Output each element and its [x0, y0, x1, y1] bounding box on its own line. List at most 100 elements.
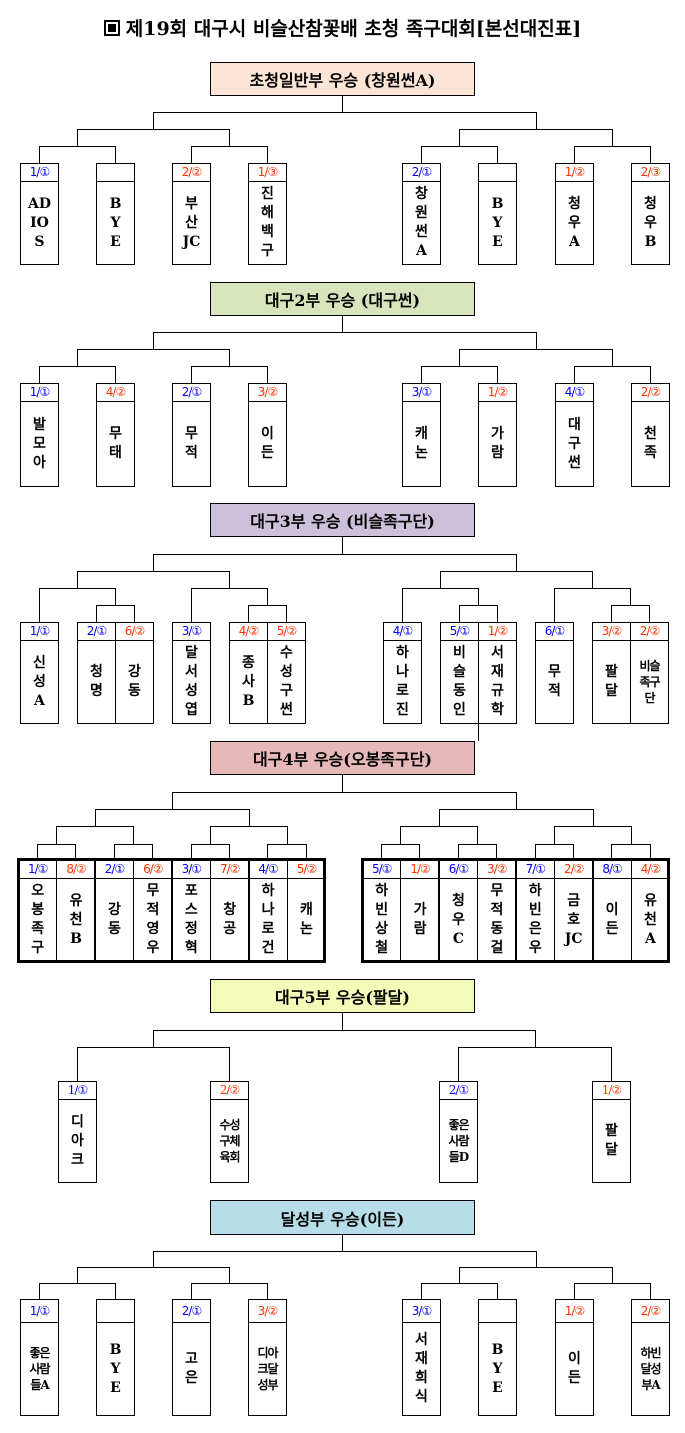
bracket-line: [267, 844, 307, 845]
team-slot: B Y E: [478, 1299, 517, 1416]
team-name: 하 빈 은 우: [528, 883, 542, 956]
seed-label: 6/①: [536, 623, 573, 641]
bracket-line: [421, 366, 422, 383]
seed-label: 4/②: [230, 623, 267, 641]
team-name: 수성 구체 육회: [219, 1118, 240, 1164]
team-name: 오 봉 족 구: [31, 883, 45, 956]
bracket-line: [95, 809, 250, 810]
team-slot: B Y E: [478, 163, 517, 265]
bracket-line: [133, 826, 134, 844]
team-name: 이 든: [261, 426, 274, 461]
pair-divider: [515, 859, 518, 962]
team-name: 고 은: [185, 1351, 198, 1386]
bracket-line: [77, 129, 230, 130]
bracket-line: [134, 605, 135, 622]
team-name: 무 적 영 우: [146, 883, 160, 956]
bracket-line: [229, 1047, 230, 1081]
team-name: 무 적: [548, 664, 561, 699]
bracket-line: [267, 844, 268, 859]
seed-label: 5/①: [441, 623, 478, 641]
bracket-line: [229, 1267, 230, 1283]
bracket-line: [39, 146, 116, 147]
team-name: 창 원 썬 A: [415, 186, 428, 259]
pair-divider: [591, 859, 594, 962]
seed-label: 7/②: [211, 860, 249, 879]
seed-label: 1/②: [479, 623, 516, 641]
team-name: 좋은 사람 들D: [448, 1118, 469, 1164]
bracket-line: [153, 1251, 154, 1267]
seed-label: 2/③: [632, 164, 669, 182]
page-title: 제19회 대구시 비슬산참꽃배 초청 족구대회[본선대진표]: [0, 14, 685, 41]
seed-label: 1/②: [556, 164, 593, 182]
seed-label: 4/①: [249, 860, 287, 879]
seed-label: 8/①: [593, 860, 631, 879]
bracket-line: [421, 366, 498, 367]
bracket-line: [459, 1267, 460, 1283]
seed-label: 1/①: [19, 860, 57, 879]
bracket-line: [574, 1283, 651, 1284]
bracket-line: [536, 1251, 537, 1267]
team-name: B Y E: [491, 1341, 504, 1396]
team-name: 캐 논: [300, 902, 313, 937]
team-name: 무 태: [109, 426, 122, 461]
bracket-line: [439, 809, 594, 810]
bracket-line: [191, 844, 230, 845]
bracket-line: [342, 1235, 343, 1251]
seed-label: 2/①: [95, 860, 134, 879]
bracket-line: [421, 1283, 498, 1284]
bracket-line: [342, 1013, 343, 1030]
bracket-line: [458, 1047, 612, 1048]
team-name: 종 사 B: [242, 654, 255, 709]
bracket-line: [115, 1283, 116, 1299]
bracket-line: [248, 605, 287, 606]
bracket-line: [248, 605, 249, 622]
bracket-line: [611, 844, 612, 859]
seed-label: 1/②: [593, 1082, 630, 1100]
team-slot: 1/① 오 봉 족 구: [18, 859, 58, 962]
bracket-line: [650, 146, 651, 163]
seed-label: 3/②: [478, 860, 516, 879]
team-name: 이 든: [605, 902, 619, 937]
pair-divider: [171, 859, 174, 962]
team-name: 유 천 B: [69, 892, 83, 947]
team-name: 서 재 규 학: [491, 645, 504, 718]
team-name: 좋은 사람 들A: [29, 1346, 50, 1392]
team-name: 하 빈 상 철: [375, 883, 389, 956]
seed-label: [97, 164, 134, 182]
bracket-line: [631, 826, 632, 844]
bracket-line: [459, 605, 498, 606]
team-name: B Y E: [109, 1341, 122, 1396]
bracket-line: [335, 554, 336, 555]
bracket-line: [497, 1283, 498, 1299]
seed-label: [97, 1300, 134, 1323]
bracket-line: [421, 1283, 422, 1299]
bracket-line: [191, 366, 192, 383]
bracket-line: [459, 129, 613, 130]
seed-label: 1/①: [21, 1300, 58, 1323]
team-name: B Y E: [491, 195, 504, 250]
bracket-line: [345, 112, 346, 113]
bracket-line: [191, 588, 192, 622]
bracket-line: [114, 844, 115, 859]
bracket-line: [458, 844, 497, 845]
bracket-line: [56, 826, 134, 827]
team-name: 수 성 구 썬: [280, 645, 293, 718]
bracket-line: [210, 826, 211, 844]
team-name: 하 나 로 건: [261, 883, 275, 956]
bracket-line: [381, 844, 420, 845]
team-name: 청 우 A: [568, 195, 581, 250]
